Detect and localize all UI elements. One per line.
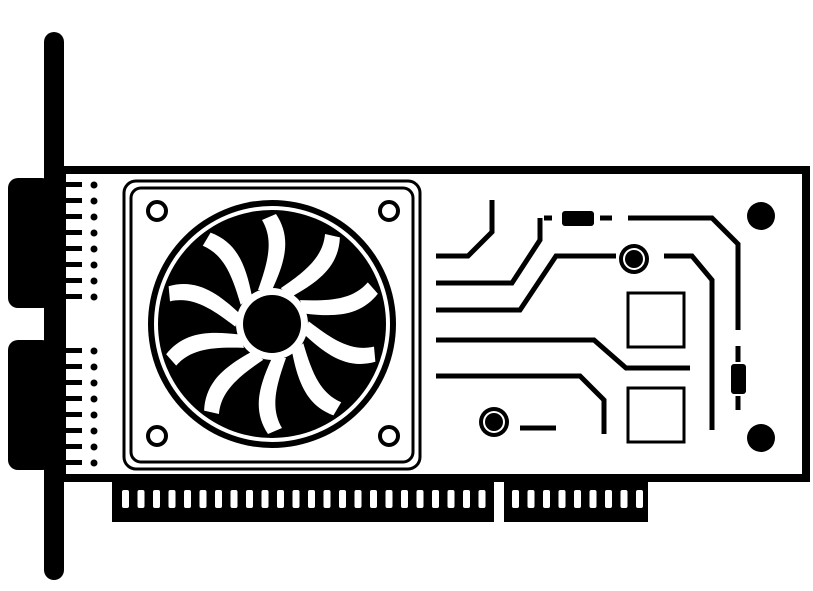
- fan-blade: [304, 321, 376, 364]
- header-pins-top: [64, 181, 98, 301]
- header-pin-dot: [90, 181, 98, 189]
- header-pin: [64, 428, 82, 433]
- screw-hole: [378, 425, 400, 447]
- fan-blade: [168, 284, 240, 327]
- edge-pin: [168, 490, 176, 508]
- header-pin-dot: [90, 245, 98, 253]
- fan-hub: [243, 295, 301, 353]
- fan-blade: [258, 358, 286, 434]
- via-bottom-core: [485, 413, 503, 431]
- fan-blades: [166, 214, 378, 434]
- edge-pin: [137, 490, 145, 508]
- header-pin: [64, 230, 82, 235]
- header-pin: [64, 412, 82, 417]
- edge-connector-main: [112, 478, 494, 522]
- fan-blade: [280, 233, 340, 297]
- header-pin-dot: [90, 229, 98, 237]
- edge-pin: [527, 490, 535, 508]
- edge-pin: [277, 490, 284, 508]
- screw-hole: [146, 200, 168, 222]
- header-pin: [64, 198, 82, 203]
- header-pin-dot: [90, 427, 98, 435]
- edge-pin: [215, 490, 222, 508]
- edge-pin: [416, 490, 424, 508]
- edge-pin: [558, 490, 566, 508]
- header-pin: [64, 214, 82, 219]
- header-pins-bottom: [64, 347, 98, 467]
- header-pin-dot: [90, 363, 98, 371]
- header-pin: [64, 262, 82, 267]
- header-pin-dot: [90, 261, 98, 269]
- header-pin: [64, 396, 82, 401]
- edge-pin: [246, 490, 253, 508]
- edge-connector-pins: [122, 490, 643, 508]
- chip-bottom: [626, 386, 686, 444]
- edge-pin: [605, 490, 612, 508]
- edge-pin: [199, 490, 207, 508]
- header-pin: [64, 380, 82, 385]
- header-pin: [64, 182, 82, 187]
- fan-blade: [258, 214, 286, 290]
- fan-blade: [204, 351, 264, 415]
- edge-pin: [512, 490, 519, 508]
- via-top-core: [625, 250, 643, 268]
- edge-pin: [261, 490, 269, 508]
- edge-pin: [339, 490, 346, 508]
- edge-pin: [636, 490, 643, 508]
- header-pin-dot: [90, 379, 98, 387]
- edge-pin: [385, 490, 393, 508]
- edge-pin: [323, 490, 331, 508]
- fan-blade: [166, 332, 244, 366]
- edge-pin: [292, 490, 300, 508]
- edge-pin: [370, 490, 377, 508]
- circuit-traces: [436, 200, 741, 434]
- header-pin: [64, 444, 82, 449]
- edge-pin: [589, 490, 597, 508]
- edge-pin: [308, 490, 315, 508]
- port-block-top: [8, 178, 52, 308]
- edge-pin: [432, 490, 439, 508]
- header-pin: [64, 246, 82, 251]
- edge-pin: [401, 490, 408, 508]
- header-pin-dot: [90, 277, 98, 285]
- port-block-bottom: [8, 340, 52, 470]
- header-pin: [64, 460, 82, 465]
- edge-pin: [574, 490, 581, 508]
- header-pin-dot: [90, 459, 98, 467]
- resistor-top: [562, 211, 594, 226]
- header-pin-dot: [90, 411, 98, 419]
- fan-blade: [202, 232, 253, 305]
- edge-pin: [153, 490, 160, 508]
- fan-blade: [291, 343, 342, 416]
- header-pin-dot: [90, 443, 98, 451]
- resistor-right: [731, 364, 746, 394]
- edge-pin: [543, 490, 550, 508]
- header-pin-dot: [90, 213, 98, 221]
- edge-pin: [620, 490, 628, 508]
- chip-top: [626, 291, 686, 349]
- header-pin: [64, 294, 82, 299]
- header-pin: [64, 348, 82, 353]
- header-pin-dot: [90, 347, 98, 355]
- edge-pin: [122, 490, 129, 508]
- edge-pin: [184, 490, 191, 508]
- header-pin-dot: [90, 395, 98, 403]
- edge-pin: [447, 490, 455, 508]
- header-pin-dot: [90, 197, 98, 205]
- mounting-hole-bottom: [747, 424, 775, 452]
- edge-pin: [230, 490, 238, 508]
- header-pin: [64, 364, 82, 369]
- header-pin: [64, 278, 82, 283]
- screw-hole: [378, 200, 400, 222]
- mounting-hole-top: [747, 202, 775, 230]
- edge-pin: [478, 490, 486, 508]
- screw-hole: [146, 425, 168, 447]
- header-pin-dot: [90, 293, 98, 301]
- edge-pin: [463, 490, 470, 508]
- fan-blade: [300, 282, 378, 316]
- edge-pin: [354, 490, 362, 508]
